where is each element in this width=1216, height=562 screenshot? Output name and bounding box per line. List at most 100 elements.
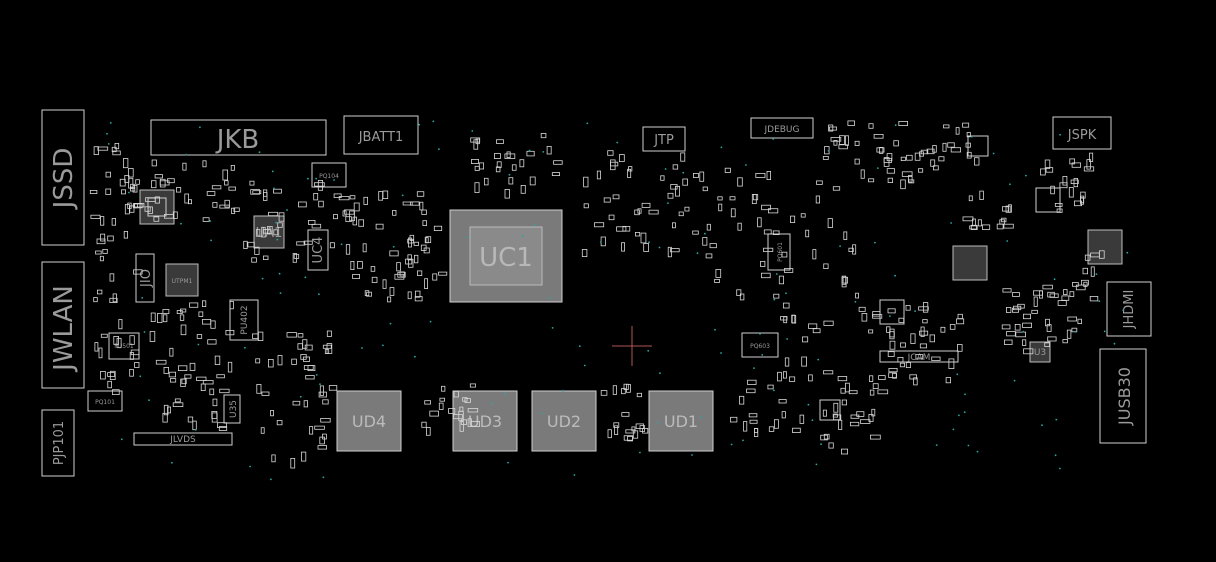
passive-pad [163,213,174,219]
via-dot [616,141,619,144]
passive-pad [176,187,182,193]
passive-pad [789,376,796,382]
passive-pad [1012,292,1020,297]
via-dot [139,375,142,378]
passive-pad [107,235,114,242]
chip-pq101[interactable]: PQ101 [87,390,123,412]
passive-pad [1022,322,1032,328]
chip-ud1[interactable]: UD1 [648,390,714,452]
passive-pad [262,229,271,234]
label-u3: U3 [1034,348,1046,358]
via-dot [432,120,435,123]
via-dot [249,465,252,468]
passive-pad [737,222,742,231]
passive-pad [640,232,647,244]
passive-pad [1066,329,1072,339]
connector-jio[interactable]: JIO [135,253,155,303]
passive-pad [600,236,606,247]
via-dot [107,143,110,145]
chip-pq603[interactable]: PQ603 [741,332,779,358]
passive-pad [378,191,384,201]
passive-pad [868,329,874,334]
passive-pad [438,402,444,410]
passive-pad [105,171,111,178]
passive-pad [201,300,207,307]
chip-ud4[interactable]: UD4 [336,390,402,452]
passive-pad [982,224,991,230]
via-dot [1022,330,1025,333]
chip-uc1[interactable]: UC1 [449,209,563,303]
chip-pu402[interactable]: PU402 [229,299,259,341]
passive-pad [848,247,854,252]
passive-pad [942,142,947,152]
via-dot [278,272,281,275]
passive-pad [111,218,116,226]
passive-pad [1089,295,1099,302]
passive-pad [526,150,535,157]
passive-pad [1086,159,1091,170]
connector-jdebug[interactable]: JDEBUG [750,117,814,139]
passive-pad [931,356,941,361]
chip-pq104[interactable]: PQ104 [311,162,347,188]
passive-pad [107,380,112,389]
via-dot [540,412,543,415]
connector-jbatt1[interactable]: JBATT1 [343,115,419,155]
passive-pad [940,326,946,333]
passive-pad [297,333,304,338]
passive-pad [1074,200,1083,207]
passive-pad [353,202,360,212]
connector-jlvds[interactable]: JLVDS [133,432,233,446]
passive-pad [636,392,643,398]
passive-pad [229,300,234,310]
passive-pad [868,178,875,183]
connector-pjp101[interactable]: PJP101 [41,409,75,477]
via-dot [1122,309,1125,312]
passive-pad [322,399,329,405]
passive-pad [467,408,479,413]
connector-jhdmi[interactable]: JHDMI [1106,281,1152,337]
passive-pad [1045,318,1050,327]
chip-u35[interactable]: U35 [223,394,241,424]
connector-jtp[interactable]: JTP [642,126,686,152]
passive-pad [448,408,456,414]
passive-pad [261,391,270,396]
passive-pad [956,318,965,325]
chip-pu501[interactable]: PU501 [108,332,140,360]
via-dot [438,148,440,151]
via-dot [299,395,302,398]
passive-pad [729,196,736,201]
passive-pad [177,365,188,371]
via-dot [194,429,197,431]
connector-jkb[interactable]: JKB [150,119,327,156]
chip-uc4[interactable]: UC4 [307,229,329,271]
passive-pad [180,378,186,387]
passive-pad [900,342,906,348]
passive-pad [996,223,1004,230]
passive-pad [366,291,372,297]
chip-ud2[interactable]: UD2 [531,390,597,452]
passive-pad [206,191,216,196]
passive-pad [210,320,216,329]
passive-pad [922,319,928,324]
passive-components [89,120,1105,469]
connector-jspk[interactable]: JSPK [1052,116,1112,150]
passive-pad [261,226,266,238]
via-dot [773,298,776,301]
passive-pad [243,240,248,250]
passive-pad [607,150,614,156]
passive-pad [751,193,757,204]
passive-pad [154,174,163,179]
connector-jcam[interactable]: JCAM [879,350,959,363]
via-dot [704,232,706,235]
passive-pad [838,144,848,150]
passive-pad [897,356,904,363]
chip-utpm1[interactable]: UTPM1 [165,263,199,297]
passive-pad [123,230,128,239]
connector-jwlan[interactable]: JWLAN [41,261,85,389]
connector-jusb30[interactable]: JUSB30 [1099,348,1147,444]
passive-pad [878,375,886,381]
via-dot [127,191,130,194]
connector-jssd[interactable]: JSSD [41,109,85,246]
passive-pad [823,263,829,269]
passive-pad [828,442,834,449]
